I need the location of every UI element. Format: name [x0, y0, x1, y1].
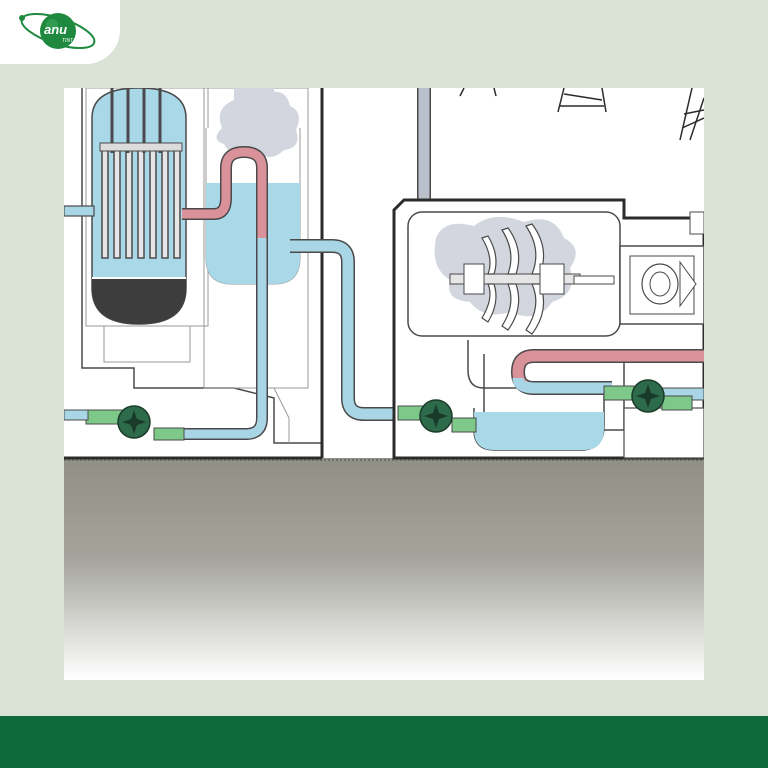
feedwater-pump-icon: [397, 399, 477, 433]
footer-band: [0, 716, 768, 768]
condenser-icon: [467, 340, 605, 451]
logo-text-sub: TINT: [62, 38, 74, 44]
cooling-loop-pipe: [510, 349, 704, 459]
hot-loop-pipe: [164, 146, 268, 440]
logo-text-main: anu: [44, 22, 67, 37]
logo-container: anu TINT: [0, 0, 120, 64]
generator-icon: [619, 211, 704, 325]
globe-with-orbit-logo: anu TINT: [19, 12, 96, 50]
cooling-pump-icon: [603, 379, 693, 413]
pump-icon: [64, 405, 185, 441]
power-plant-svg: [64, 88, 704, 680]
power-plant-diagram: [64, 88, 704, 680]
transmission-tower-icon: [459, 88, 704, 141]
feedwater-pipe: [290, 239, 434, 421]
ground: [64, 458, 704, 680]
turbine-icon: [449, 223, 615, 335]
reactor-vessel-icon: [91, 88, 187, 325]
inlet-pipe: [64, 205, 95, 217]
